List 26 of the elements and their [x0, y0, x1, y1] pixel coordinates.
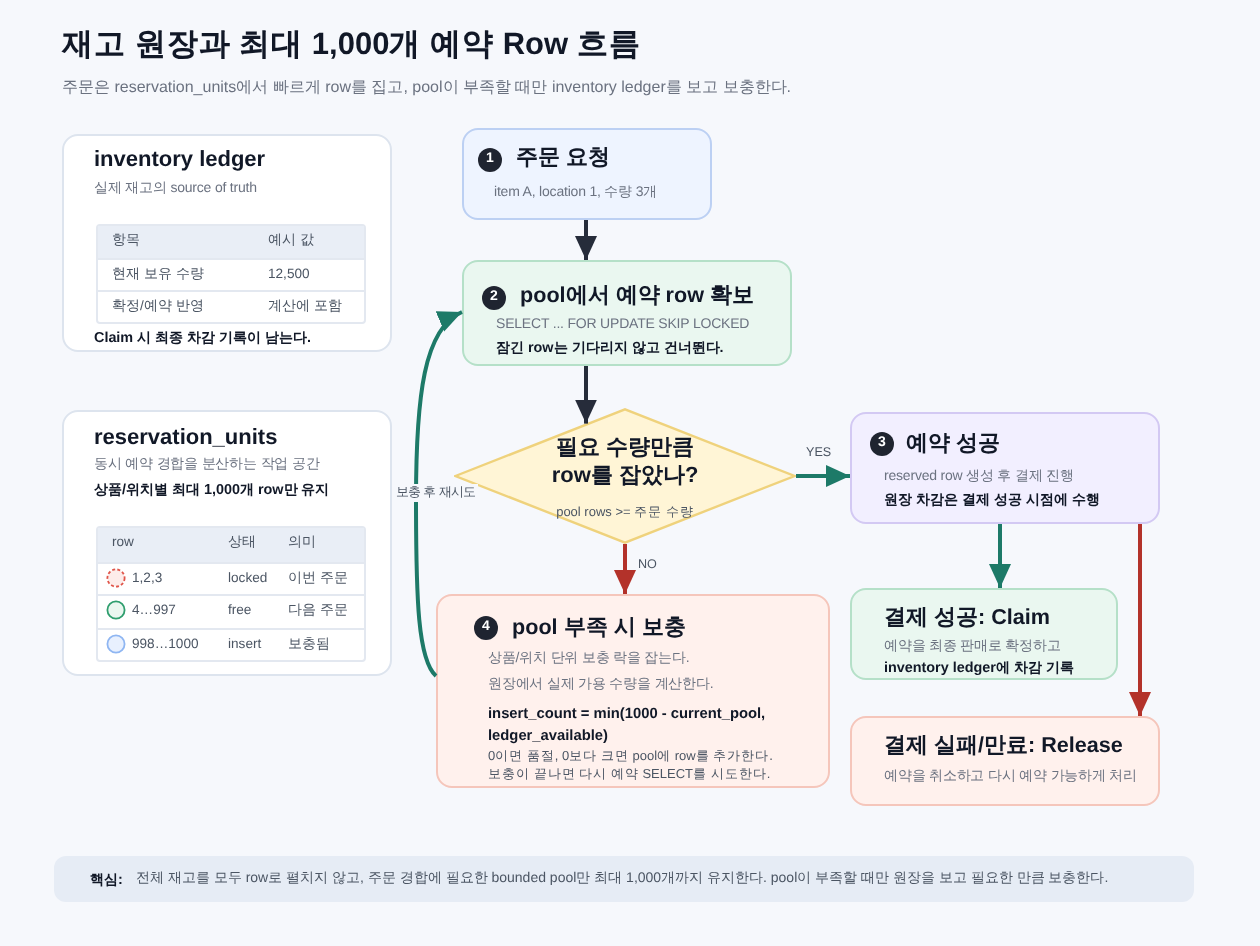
subtitle: 주문은 reservation_units에서 빠르게 row를 집고, pool이 부족할 때만 inventory ledger를 보고 보충한다.	[62, 76, 792, 98]
question-text: 필요 수량만큼 row를 잡았나?	[549, 434, 701, 490]
arrow	[575, 366, 597, 424]
process-box	[850, 412, 1160, 524]
info-card	[62, 410, 392, 676]
process-box	[850, 588, 1118, 680]
info-card	[62, 134, 392, 352]
process-box	[462, 260, 792, 366]
card-title: reservation_units	[94, 424, 278, 452]
process-box	[436, 594, 830, 788]
arrow	[989, 524, 1011, 588]
arrow	[1129, 524, 1151, 716]
step-title: 예약 성공	[906, 430, 1000, 458]
step-title: pool 부족 시 보충	[512, 614, 686, 642]
step-title: 결제 성공: Claim	[884, 604, 1050, 632]
arrow	[575, 220, 597, 260]
step-title: 주문 요청	[516, 144, 610, 172]
card-title: inventory ledger	[94, 146, 266, 174]
arrow	[614, 544, 636, 594]
step-title: pool에서 예약 row 확보	[520, 282, 754, 310]
process-box	[462, 128, 712, 220]
diagram-title: 재고 원장과 최대 1,000개 예약 Row 흐름	[62, 26, 641, 66]
arrow	[796, 465, 850, 487]
process-box	[850, 716, 1160, 806]
step-title: 결제 실패/만료: Release	[884, 732, 1123, 760]
arrow	[414, 310, 463, 678]
